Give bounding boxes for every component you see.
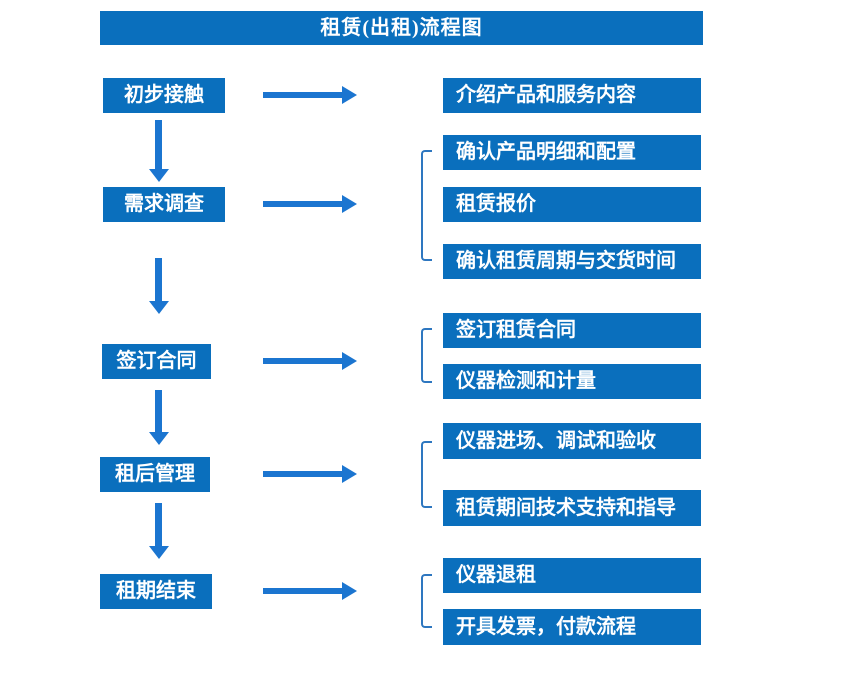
right-arrow-icon xyxy=(263,582,357,600)
right-arrow-icon xyxy=(263,195,357,213)
stage-box-initial-contact: 初步接触 xyxy=(103,78,225,113)
output-box: 仪器进场、调试和验收 xyxy=(443,423,701,459)
page-title: 租赁(出租)流程图 xyxy=(100,11,703,45)
output-box: 签订租赁合同 xyxy=(443,313,701,348)
group-bracket-icon xyxy=(421,441,432,508)
output-box: 开具发票，付款流程 xyxy=(443,609,701,645)
output-box: 租赁报价 xyxy=(443,187,701,222)
down-arrow-icon xyxy=(149,390,169,445)
stage-box-rental-end: 租期结束 xyxy=(100,574,212,609)
output-box: 确认租赁周期与交货时间 xyxy=(443,244,701,279)
stage-box-post-rental-management: 租后管理 xyxy=(100,457,210,492)
output-box: 仪器检测和计量 xyxy=(443,364,701,399)
group-bracket-icon xyxy=(421,328,432,383)
output-box: 仪器退租 xyxy=(443,558,701,593)
down-arrow-icon xyxy=(149,120,169,182)
output-box: 确认产品明细和配置 xyxy=(443,135,701,170)
down-arrow-icon xyxy=(149,503,169,559)
output-box: 介绍产品和服务内容 xyxy=(443,78,701,113)
group-bracket-icon xyxy=(421,150,432,261)
down-arrow-icon xyxy=(149,258,169,314)
right-arrow-icon xyxy=(263,465,357,483)
output-box: 租赁期间技术支持和指导 xyxy=(443,490,701,526)
right-arrow-icon xyxy=(263,352,357,370)
stage-box-sign-contract: 签订合同 xyxy=(102,344,211,379)
right-arrow-icon xyxy=(263,86,357,104)
group-bracket-icon xyxy=(421,574,432,628)
stage-box-demand-survey: 需求调查 xyxy=(103,187,225,222)
